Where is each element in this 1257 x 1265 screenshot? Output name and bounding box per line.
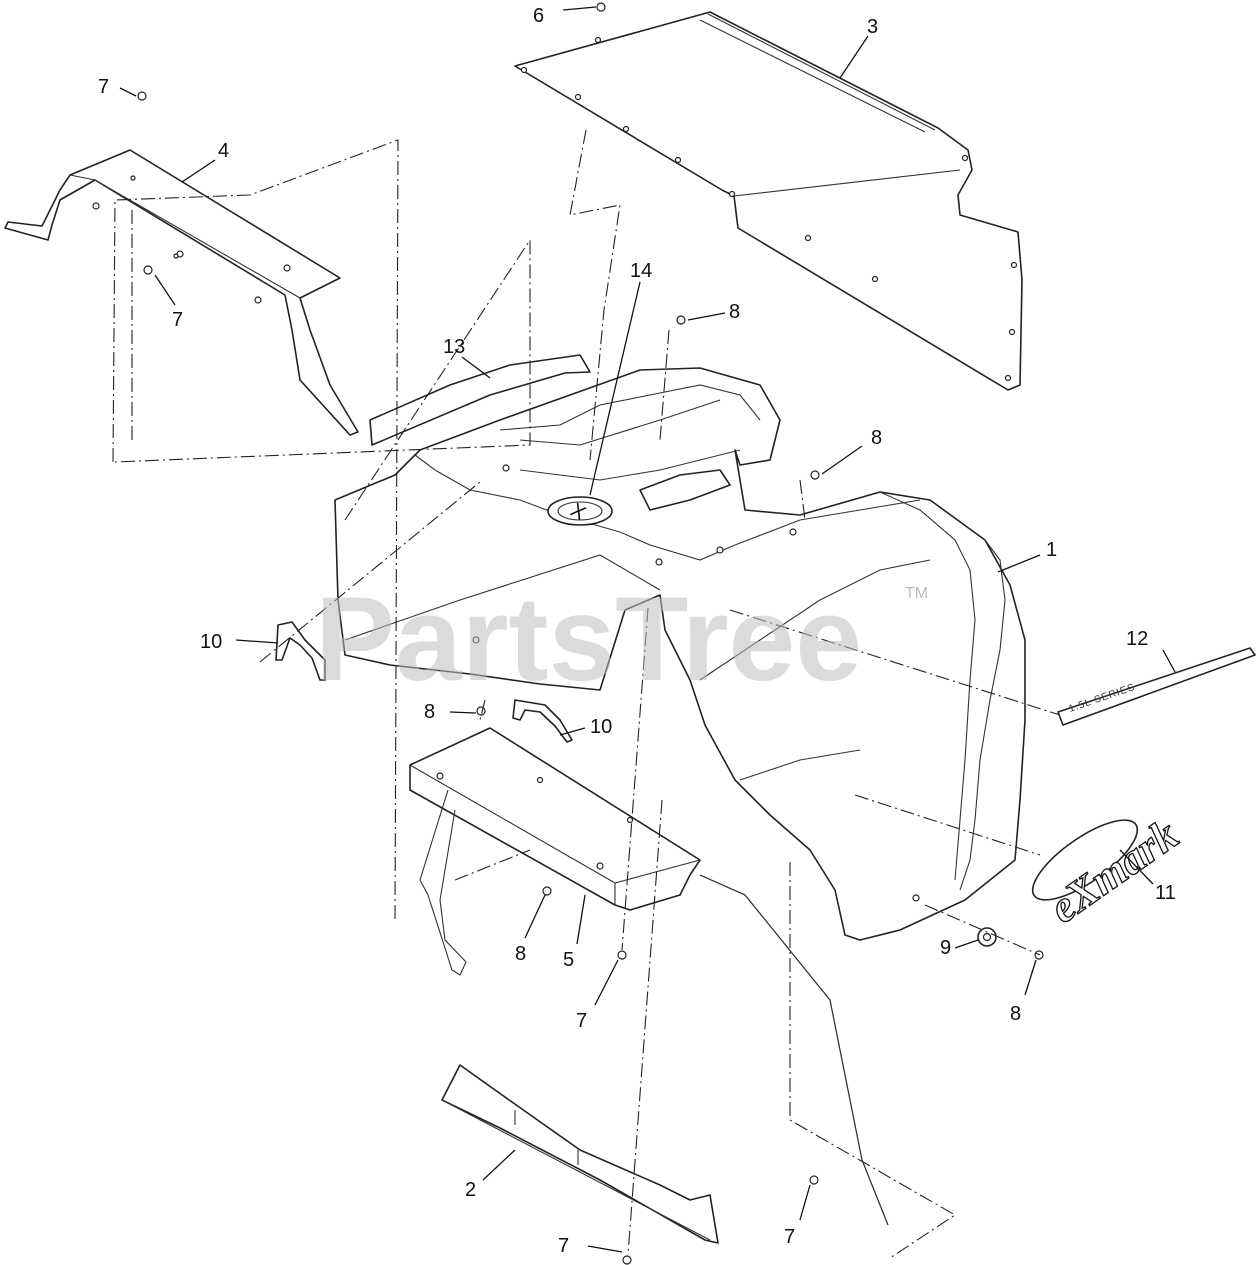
callout-4: 4 [218, 140, 229, 162]
callout-12: 12 [1126, 628, 1148, 650]
part-10-clips [275, 621, 573, 743]
part-1-hood: X [334, 367, 1026, 941]
callout-1: 1 [1046, 539, 1057, 561]
leader-lines [119, 6, 1176, 1253]
side-rod [699, 874, 889, 1226]
part-12-stripe-decal: 1.5L SERIES [1057, 647, 1256, 726]
part-4-bracket [4, 149, 359, 436]
callout-7: 7 [558, 1235, 569, 1257]
callout-7: 7 [98, 76, 109, 98]
callout-2: 2 [465, 1179, 476, 1201]
callout-8: 8 [424, 701, 435, 723]
assembly-lines [112, 129, 1061, 1259]
callout-9: 9 [940, 937, 951, 959]
fasteners [137, 2, 1044, 1265]
callout-6: 6 [533, 5, 544, 27]
part-11-logo-decal: eXmark [1031, 809, 1187, 933]
callout-10: 10 [200, 631, 222, 653]
callout-8: 8 [1010, 1003, 1021, 1025]
watermark-text: PartsTree [315, 572, 862, 706]
callout-7: 7 [576, 1010, 587, 1032]
watermark-tm: TM [905, 585, 928, 602]
callout-13: 13 [443, 336, 465, 358]
part-3-cover-plate [514, 11, 1023, 391]
callout-7: 7 [172, 309, 183, 331]
callout-10: 10 [590, 716, 612, 738]
part-2-bottom-strip [441, 1064, 719, 1244]
callout-5: 5 [563, 949, 574, 971]
callout-labels: 6 3 7 4 7 14 8 13 8 1 10 12 8 10 11 8 5 … [98, 5, 1176, 1257]
callout-8: 8 [515, 943, 526, 965]
callout-11: 11 [1155, 882, 1176, 904]
callout-8: 8 [729, 301, 740, 323]
part-5-bracket [409, 727, 701, 976]
part-13-decal [369, 354, 591, 446]
callout-14: 14 [630, 260, 652, 282]
callout-7: 7 [784, 1226, 795, 1248]
watermark: PartsTree TM [315, 572, 928, 706]
callout-3: 3 [867, 16, 878, 38]
part-9-knob [977, 927, 997, 947]
callout-8: 8 [871, 427, 882, 449]
